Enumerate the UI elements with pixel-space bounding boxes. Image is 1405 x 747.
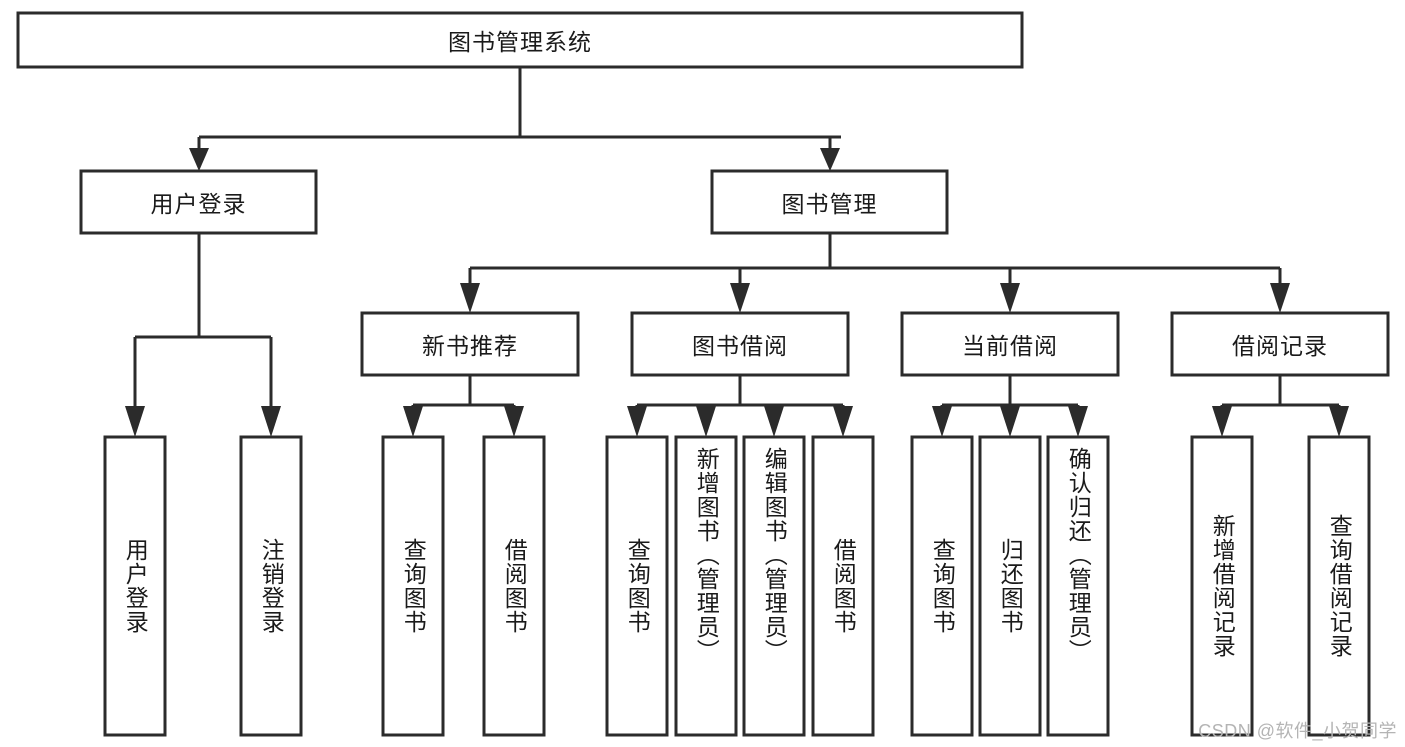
- node-box-leaf-query-book-2[interactable]: [605, 435, 669, 737]
- arrow-leaf-borrow-book-1: [504, 406, 524, 437]
- arrow-leaf-query-book-3: [932, 406, 952, 437]
- node-box-book-management[interactable]: [710, 169, 949, 235]
- node-box-leaf-add-record[interactable]: [1190, 435, 1254, 737]
- node-box-leaf-borrow-book-1[interactable]: [482, 435, 546, 737]
- node-box-leaf-query-record[interactable]: [1307, 435, 1371, 737]
- node-box-borrow-record[interactable]: [1170, 311, 1390, 377]
- arrow-leaf-edit-book: [764, 406, 784, 437]
- arrow-leaf-confirm-return: [1068, 406, 1088, 437]
- arrow-to-user-login: [189, 148, 209, 171]
- arrow-to-borrow-record: [1270, 283, 1290, 313]
- node-box-leaf-add-book[interactable]: [674, 435, 738, 737]
- connector-group-root-to-level2: [189, 67, 841, 171]
- connector-group-bookmgmt-to-level3: [460, 233, 1290, 313]
- csdn-watermark: CSDN @软件_小贺同学: [1198, 721, 1397, 741]
- arrow-leaf-add-record: [1212, 406, 1232, 437]
- node-box-leaf-edit-book[interactable]: [742, 435, 806, 737]
- connector-group-bookborrow-to-leaves: [627, 375, 853, 437]
- connector-group-newbook-to-leaves: [403, 375, 524, 437]
- arrow-leaf-logout: [261, 406, 281, 437]
- arrow-to-book-borrow: [730, 283, 750, 313]
- node-box-leaf-query-book-3[interactable]: [910, 435, 974, 737]
- node-box-leaf-return-book[interactable]: [978, 435, 1042, 737]
- node-box-leaf-user-login[interactable]: [103, 435, 167, 737]
- arrow-to-new-book: [460, 283, 480, 313]
- node-box-leaf-query-book-1[interactable]: [381, 435, 445, 737]
- node-box-current-borrow[interactable]: [900, 311, 1120, 377]
- arrow-to-book-mgmt: [820, 148, 840, 171]
- connector-group-userlogin-to-leaves: [125, 233, 281, 437]
- node-box-leaf-borrow-book-2[interactable]: [811, 435, 875, 737]
- arrow-leaf-user-login: [125, 406, 145, 437]
- arrow-leaf-query-record: [1329, 406, 1349, 437]
- node-box-leaf-confirm-return[interactable]: [1046, 435, 1110, 737]
- connector-group-currentborrow-to-leaves: [932, 375, 1088, 437]
- node-box-leaf-logout[interactable]: [239, 435, 303, 737]
- arrow-leaf-borrow-book-2: [833, 406, 853, 437]
- node-box-book-borrow[interactable]: [630, 311, 850, 377]
- node-box-user-login[interactable]: [79, 169, 318, 235]
- arrow-leaf-add-book: [696, 406, 716, 437]
- connector-group-borrowrecord-to-leaves: [1212, 375, 1349, 437]
- node-box-root[interactable]: [16, 11, 1024, 69]
- arrow-leaf-return-book: [1000, 406, 1020, 437]
- arrow-to-current-borrow: [1000, 283, 1020, 313]
- node-box-new-book-recommend[interactable]: [360, 311, 580, 377]
- arrow-leaf-query-book-1: [403, 406, 423, 437]
- arrow-leaf-query-book-2: [627, 406, 647, 437]
